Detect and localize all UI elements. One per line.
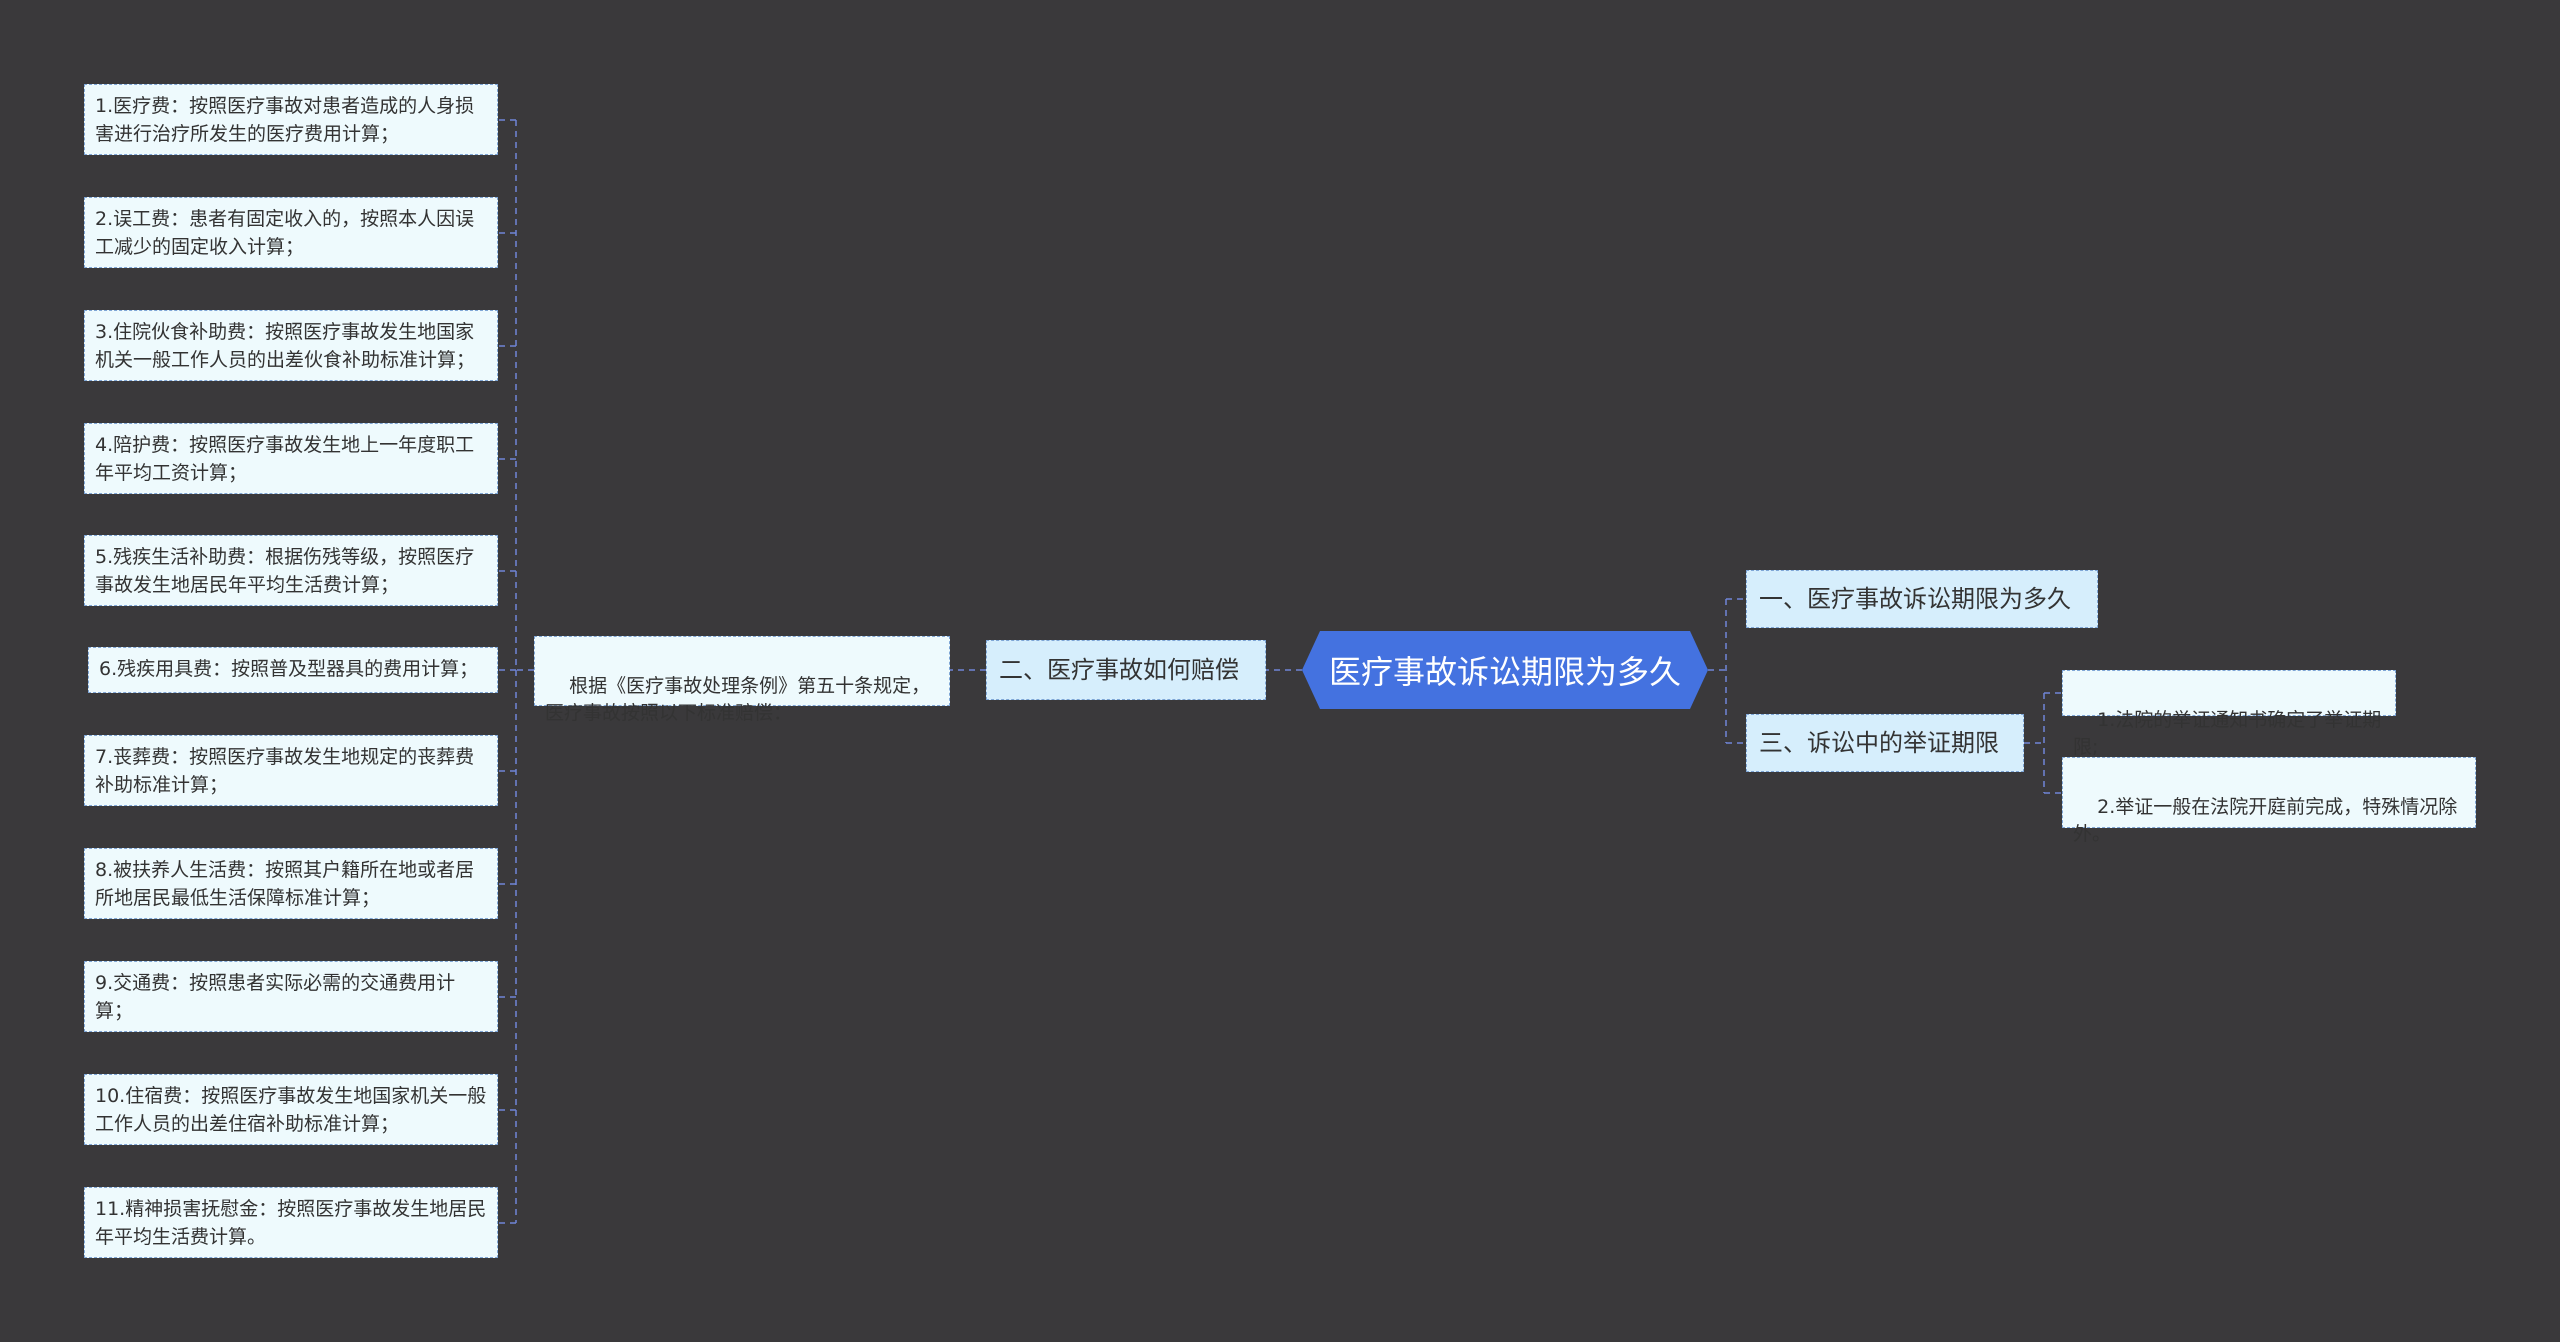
branch-limitation-period[interactable]: 一、医疗事故诉讼期限为多久	[1746, 570, 2098, 628]
compensation-item[interactable]: 7.丧葬费：按照医疗事故发生地规定的丧葬费补助标准计算；	[84, 735, 498, 806]
compensation-item[interactable]: 10.住宿费：按照医疗事故发生地国家机关一般工作人员的出差住宿补助标准计算；	[84, 1074, 498, 1145]
branch-evidence-period[interactable]: 三、诉讼中的举证期限	[1746, 714, 2024, 772]
compensation-item[interactable]: 5.残疾生活补助费：根据伤残等级，按照医疗事故发生地居民年平均生活费计算；	[84, 535, 498, 606]
compensation-item[interactable]: 9.交通费：按照患者实际必需的交通费用计算；	[84, 961, 498, 1032]
root-topic[interactable]: 医疗事故诉讼期限为多久	[1302, 631, 1708, 709]
compensation-item[interactable]: 11.精神损害抚慰金：按照医疗事故发生地居民年平均生活费计算。	[84, 1187, 498, 1258]
branch-compensation-label: 二、医疗事故如何赔偿	[999, 655, 1239, 684]
evidence-item[interactable]: 1.法院的举证通知书确定了举证期限;	[2062, 670, 2396, 758]
compensation-item[interactable]: 3.住院伙食补助费：按照医疗事故发生地国家机关一般工作人员的出差伙食补助标准计算…	[84, 310, 498, 381]
evidence-item[interactable]: 2.举证一般在法院开庭前完成，特殊情况除外。	[2062, 757, 2476, 845]
compensation-item[interactable]: 6.残疾用具费：按照普及型器具的费用计算；	[88, 647, 498, 693]
branch-compensation[interactable]: 二、医疗事故如何赔偿	[986, 640, 1266, 700]
compensation-intro[interactable]: 根据《医疗事故处理条例》第五十条规定，医疗事故按照以下标准赔偿：	[534, 636, 950, 724]
compensation-item[interactable]: 1.医疗费：按照医疗事故对患者造成的人身损害进行治疗所发生的医疗费用计算；	[84, 84, 498, 155]
compensation-item[interactable]: 8.被扶养人生活费：按照其户籍所在地或者居所地居民最低生活保障标准计算；	[84, 848, 498, 919]
compensation-item[interactable]: 2.误工费：患者有固定收入的，按照本人因误工减少的固定收入计算；	[84, 197, 498, 268]
root-topic-label: 医疗事故诉讼期限为多久	[1328, 653, 1681, 691]
compensation-item[interactable]: 4.陪护费：按照医疗事故发生地上一年度职工年平均工资计算；	[84, 423, 498, 494]
